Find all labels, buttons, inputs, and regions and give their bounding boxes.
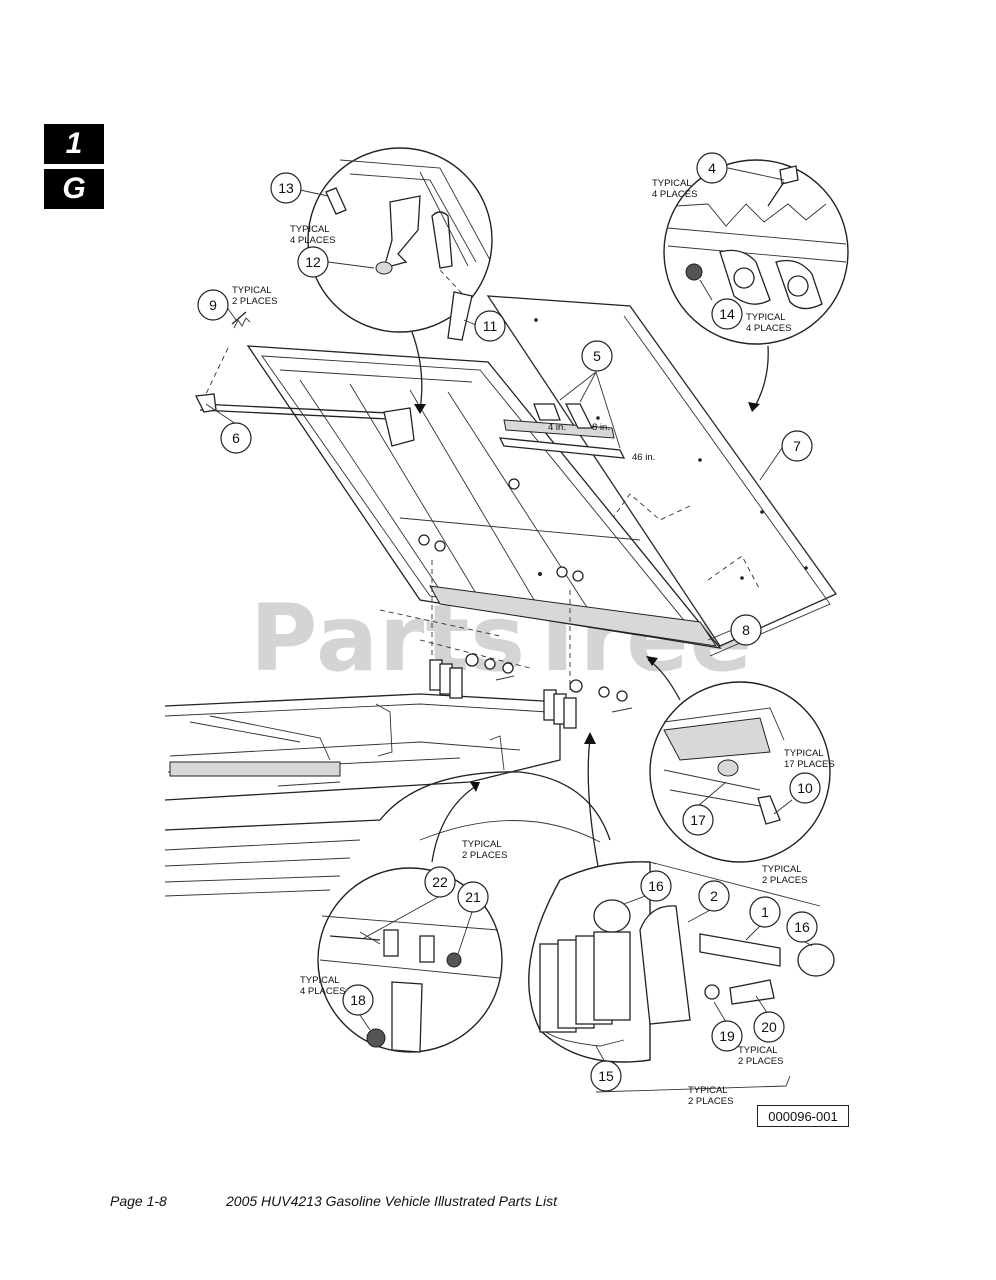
svg-text:8: 8: [742, 622, 750, 638]
callout-16b: 16: [786, 911, 818, 943]
dimension-46in: 46 in.: [632, 452, 655, 463]
section-tab-number: 1: [44, 124, 104, 164]
svg-text:18: 18: [350, 992, 366, 1008]
callout-7: 7: [781, 430, 813, 462]
note-22-typical: TYPICAL: [462, 839, 502, 850]
callout-18: 18: [342, 984, 374, 1016]
note-22-places: 2 PLACES: [462, 850, 507, 861]
note-17-typical: TYPICAL: [784, 748, 824, 759]
svg-text:12: 12: [305, 254, 321, 270]
detail-latch-bracket: [307, 147, 493, 333]
note-20-places: 2 PLACES: [738, 1056, 783, 1067]
callout-4: 4: [696, 152, 728, 184]
svg-text:7: 7: [793, 438, 801, 454]
hinge-brackets: [379, 560, 633, 729]
detail-frame-bolt: [649, 681, 831, 863]
section-tab-letter: G: [44, 169, 104, 209]
svg-text:14: 14: [719, 306, 735, 322]
detail-hinge-bolt: [663, 159, 849, 345]
detail-hinge-assembly: [528, 861, 835, 1063]
callout-21: 21: [457, 881, 489, 913]
note-14-typical: TYPICAL: [746, 312, 786, 323]
note-4-typical: TYPICAL: [652, 178, 692, 189]
svg-text:22: 22: [432, 874, 448, 890]
dimension-8in: 8 in.: [592, 422, 610, 433]
note-18-typical: TYPICAL: [300, 975, 340, 986]
note-4-places: 4 PLACES: [652, 189, 697, 200]
note-17-places: 17 PLACES: [784, 759, 835, 770]
svg-text:15: 15: [598, 1068, 614, 1084]
note-1-places: 2 PLACES: [762, 875, 807, 886]
callout-1: 1: [749, 896, 781, 928]
leader-arrow-right: [753, 345, 769, 409]
svg-text:10: 10: [797, 780, 813, 796]
pin-part: [447, 291, 473, 341]
footer-document-title: 2005 HUV4213 Gasoline Vehicle Illustrate…: [226, 1193, 557, 1209]
callout-9: 9: [197, 289, 229, 321]
svg-text:21: 21: [465, 889, 481, 905]
note-1-typical: TYPICAL: [762, 864, 802, 875]
latch-rod: [195, 311, 415, 447]
bolt-part: [325, 187, 347, 215]
footer-page-number: Page 1-8: [110, 1193, 167, 1209]
callout-13: 13: [270, 172, 302, 204]
svg-text:5: 5: [593, 348, 601, 364]
leader-arrow-low-right: [587, 737, 599, 867]
callout-19: 19: [711, 1020, 743, 1052]
note-12-places: 4 PLACES: [290, 235, 335, 246]
note-20-typical: TYPICAL: [738, 1045, 778, 1056]
svg-text:17: 17: [690, 812, 706, 828]
callout-12: 12: [297, 246, 329, 278]
leader-arrow-top: [411, 331, 423, 411]
svg-text:4: 4: [708, 160, 716, 176]
callout-22: 22: [424, 866, 456, 898]
svg-text:9: 9: [209, 297, 217, 313]
bed-frame: [246, 345, 722, 649]
callout-8: 8: [730, 614, 762, 646]
callout-10: 10: [789, 772, 821, 804]
svg-text:2: 2: [710, 888, 718, 904]
note-18-places: 4 PLACES: [300, 986, 345, 997]
dimension-4in: 4 in.: [548, 422, 566, 433]
callout-2: 2: [698, 880, 730, 912]
note-14-places: 4 PLACES: [746, 323, 791, 334]
note-15-typical: TYPICAL: [688, 1085, 728, 1096]
note-9-places: 2 PLACES: [232, 296, 277, 307]
callout-16a: 16: [640, 870, 672, 902]
callout-15: 15: [590, 1060, 622, 1092]
svg-text:6: 6: [232, 430, 240, 446]
drawing-number: 000096-001: [757, 1105, 849, 1127]
svg-text:20: 20: [761, 1019, 777, 1035]
section-tab-letter-label: G: [62, 172, 86, 205]
svg-text:13: 13: [278, 180, 294, 196]
svg-text:19: 19: [719, 1028, 735, 1044]
leader-arrow-low-left: [431, 785, 477, 863]
note-12-typical: TYPICAL: [290, 224, 330, 235]
spacer-strips: [498, 371, 626, 459]
callout-6: 6: [220, 422, 252, 454]
callout-17: 17: [682, 804, 714, 836]
svg-text:16: 16: [794, 919, 810, 935]
svg-text:11: 11: [483, 318, 498, 334]
bed-plate: [486, 295, 837, 657]
note-9-typical: TYPICAL: [232, 285, 272, 296]
callout-5: 5: [581, 340, 613, 372]
callout-11: 11: [474, 310, 506, 342]
callout-14: 14: [711, 298, 743, 330]
vehicle-frame: [164, 693, 611, 897]
leader-arrow-mid: [647, 659, 681, 701]
svg-text:16: 16: [648, 878, 664, 894]
svg-text:1: 1: [761, 904, 769, 920]
note-15-places: 2 PLACES: [688, 1096, 733, 1107]
notes: TYPICAL 4 PLACES TYPICAL 4 PLACES TYPICA…: [232, 178, 835, 1107]
section-tab-number-label: 1: [65, 127, 83, 160]
callout-20: 20: [753, 1011, 785, 1043]
